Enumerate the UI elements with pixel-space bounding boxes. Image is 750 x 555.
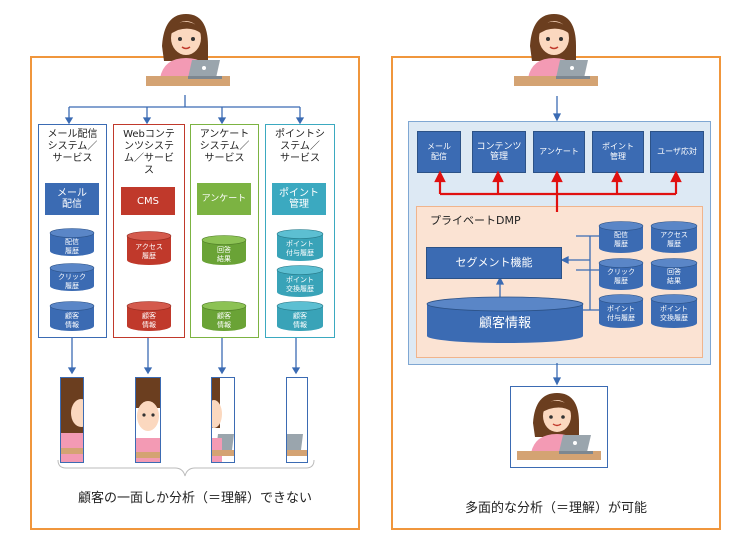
tool-box: CMS bbox=[121, 187, 175, 215]
db-cylinder: クリック 履歴 bbox=[49, 263, 95, 291]
tool-box: ポイント 管理 bbox=[272, 183, 326, 215]
customer-db-cylinder: 顧客 情報 bbox=[201, 301, 247, 331]
partial-person-slice bbox=[60, 377, 84, 463]
module-survey: アンケート bbox=[533, 131, 585, 173]
customer-db-cylinder: 顧客 情報 bbox=[49, 301, 95, 331]
db-cylinder: ポイント 交換履歴 bbox=[650, 294, 698, 328]
db-cylinder: ポイント 交換履歴 bbox=[276, 265, 324, 297]
tool-box: アンケート bbox=[197, 183, 251, 215]
system-column-mail: メール配信 システム／ サービス メール 配信 配信 履歴 クリック 履歴 顧客… bbox=[38, 124, 107, 338]
module-content: コンテンツ 管理 bbox=[472, 131, 526, 173]
dmp-title: プライベートDMP bbox=[430, 214, 521, 227]
db-cylinder: アクセス 履歴 bbox=[650, 221, 698, 253]
db-cylinder: クリック 履歴 bbox=[598, 258, 644, 290]
person-icon bbox=[510, 6, 602, 96]
module-point: ポイント 管理 bbox=[592, 131, 644, 173]
module-support: ユーザ応対 bbox=[650, 131, 704, 173]
db-cylinder: 配信 履歴 bbox=[49, 228, 95, 256]
db-cylinder: 配信 履歴 bbox=[598, 221, 644, 253]
partial-person-slice bbox=[135, 377, 161, 463]
customer-db-cylinder: 顧客 情報 bbox=[126, 301, 172, 331]
system-column-web: Webコンテ ンツシステ ム／サービ ス CMS アクセス 履歴 顧客 情報 bbox=[113, 124, 185, 338]
right-caption: 多面的な分析（＝理解）が可能 bbox=[464, 501, 647, 516]
full-person-frame bbox=[510, 386, 608, 468]
partial-person-slice bbox=[211, 377, 235, 463]
partial-person-slice bbox=[286, 377, 308, 463]
system-column-survey: アンケート システム／ サービス アンケート 回答 結果 顧客 情報 bbox=[190, 124, 259, 338]
module-mail: メール 配信 bbox=[417, 131, 461, 173]
segment-function-box: セグメント機能 bbox=[426, 247, 562, 279]
system-column-point: ポイントシ ステム／ サービス ポイント 管理 ポイント 付与履歴 ポイント 交… bbox=[265, 124, 335, 338]
db-cylinder: 回答 結果 bbox=[650, 258, 698, 290]
bracket-brace bbox=[57, 459, 315, 477]
left-caption: 顧客の一面しか分析（＝理解）できない bbox=[77, 491, 312, 506]
person-icon bbox=[142, 6, 234, 96]
customer-info-db: 顧客情報 bbox=[426, 296, 584, 344]
system-title: ポイントシ ステム／ サービス bbox=[275, 129, 325, 164]
db-cylinder: ポイント 付与履歴 bbox=[276, 229, 324, 261]
tool-box: メール 配信 bbox=[45, 183, 99, 215]
db-cylinder: ポイント 付与履歴 bbox=[598, 294, 644, 328]
system-title: Webコンテ ンツシステ ム／サービ ス bbox=[123, 129, 175, 176]
customer-db-cylinder: 顧客 情報 bbox=[276, 301, 324, 331]
system-title: メール配信 システム／ サービス bbox=[47, 129, 98, 164]
db-cylinder: 回答 結果 bbox=[201, 235, 247, 265]
db-cylinder: アクセス 履歴 bbox=[126, 231, 172, 265]
system-title: アンケート システム／ サービス bbox=[199, 129, 250, 164]
